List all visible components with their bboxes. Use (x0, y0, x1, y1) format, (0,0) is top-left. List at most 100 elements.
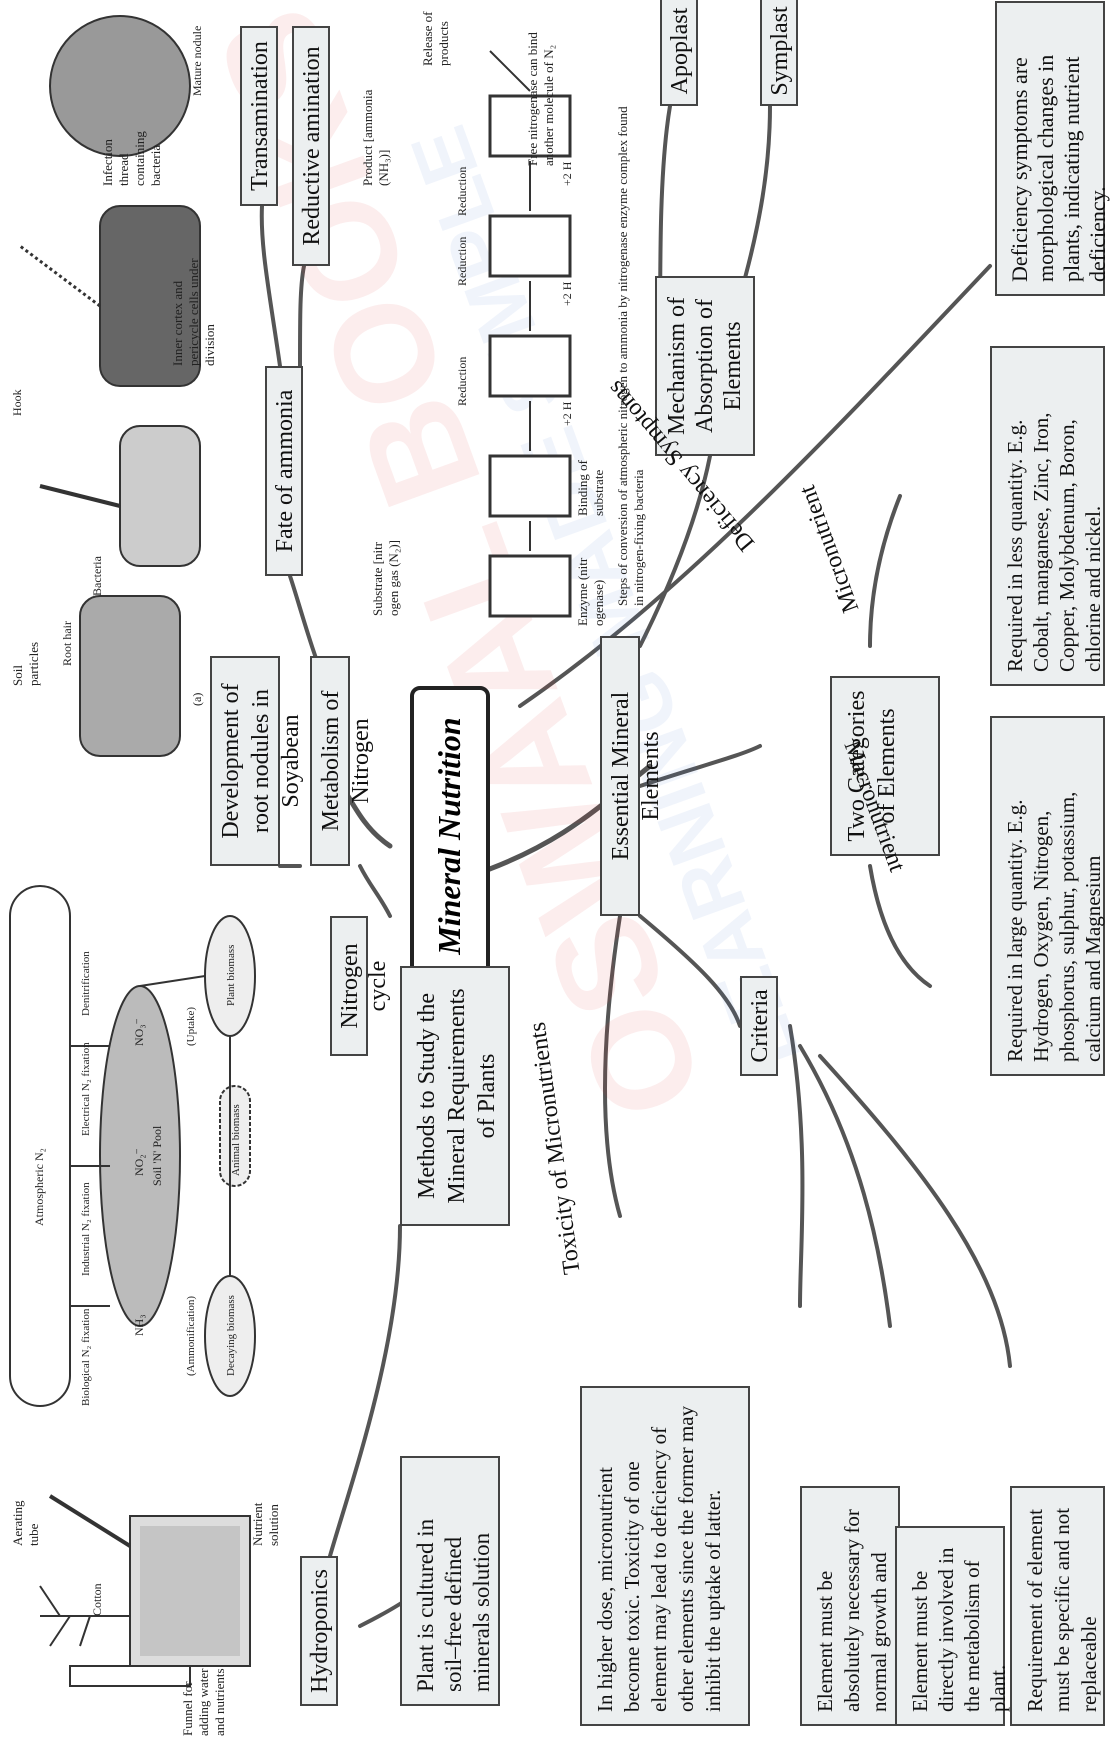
hydro-cotton-label: Cotton (90, 1583, 104, 1616)
nitrogen-cycle-figure (9, 885, 256, 1407)
hydroponics-desc-text: Plant is cultured in soil–free defined m… (413, 1518, 494, 1692)
reductive-label: Reductive amination (299, 46, 325, 246)
nitrogenase-enzyme: Enzyme (nitr ogenase) (575, 557, 606, 626)
nodule-mature-label: Mature nodule (190, 25, 204, 96)
atmos-label: Atmospheric N₂ (32, 1148, 46, 1226)
nodule-a-label: (a) (190, 692, 204, 706)
nodule-soil-label: Soil particles (10, 641, 41, 686)
leaf-reductive-amination: Reductive amination (292, 26, 330, 266)
hydroponics-label: Hydroponics (307, 1569, 333, 1693)
apoplast-label: Apoplast (667, 7, 693, 95)
enzyme-step-4 (488, 214, 572, 278)
ammonification-label: (Ammonification) (185, 1295, 197, 1376)
nitrogenase-plus2h-2: +2 H (560, 281, 574, 306)
macro-desc-text: Required in large quantity. E.g. Hydroge… (1003, 791, 1105, 1062)
nitrogenase-release: Release of products (420, 11, 451, 66)
nitrogenase-reduction-1: Reduction (455, 356, 469, 406)
branch-metabolism-label: Metabolism of Nitrogen (318, 690, 374, 832)
branch-micro-label: Micronutrient (794, 481, 865, 616)
branch-criteria: Criteria (740, 976, 778, 1076)
hydro-solution-label: Nutrient solution (250, 1502, 281, 1546)
pool-label: Soil 'N' Pool (150, 1125, 164, 1186)
branch-hydroponics: Hydroponics (300, 1556, 338, 1706)
nodule-hair (39, 484, 121, 508)
n-arrows (70, 975, 231, 1307)
nitrogenase-figure (488, 50, 572, 618)
criteria-1: Element must be absolutely necessary for… (800, 1486, 918, 1726)
branch-essential: Essential Mineral Elements (600, 636, 664, 916)
nitrogenase-plus2h-3: +2 H (560, 161, 574, 186)
enzyme-step-2 (488, 454, 572, 518)
hydro-solution (140, 1526, 240, 1656)
link-center-deficiency (518, 264, 992, 708)
enzyme-step-1 (488, 554, 572, 618)
criteria-label: Criteria (747, 989, 773, 1063)
link-essential-toxicity (603, 914, 622, 1218)
branch-nitrogen-cycle: Nitrogen cycle (330, 916, 391, 1056)
transamination-label: Transamination (247, 41, 273, 191)
link-mech-sym (738, 104, 772, 298)
plant-biomass-label: Plant biomass (225, 944, 237, 1006)
nodule-mature (49, 15, 191, 157)
nodule-inner-label: Inner cortex and pericycle cells under d… (170, 258, 217, 366)
leaf-transamination: Transamination (240, 26, 278, 206)
link-two-micro (868, 494, 902, 648)
toxicity-desc-text: In higher dose, micronutrient become tox… (593, 1405, 725, 1712)
link-criteria-2 (798, 1044, 892, 1328)
link-metabolism-cycle (358, 864, 392, 918)
branch-essential-label: Essential Mineral Elements (608, 691, 664, 861)
hydro-funnel-label: Funnel for adding water and nutrients (180, 1668, 227, 1736)
link-essential-criteria (638, 914, 742, 1028)
electrical-label: Electrical N₂ fixation (80, 1042, 92, 1136)
nitrogenase-reduction-3: Reduction (455, 166, 469, 216)
no3-label: NO₃⁻ (132, 1018, 146, 1046)
hydro-aerating-label: Aerating tube (10, 1500, 41, 1546)
toxicity-description: In higher dose, micronutrient become tox… (580, 1386, 750, 1726)
deficiency-desc-text: Deficiency symptoms are morphological ch… (1007, 54, 1110, 282)
biological-label: Biological N₂ fixation (80, 1308, 92, 1406)
branch-fate-ammonia: Fate of ammonia (265, 366, 303, 576)
hydroponics-description: Plant is cultured in soil–free defined m… (400, 1456, 500, 1706)
nodule-stage-1 (79, 595, 181, 757)
leaf-symplast: Symplast (760, 0, 798, 106)
hydroponics-figure (39, 1494, 251, 1687)
nodule-hook-label: Hook (10, 389, 24, 416)
atmos-box (9, 885, 71, 1407)
hydro-aerating-tube (48, 1494, 132, 1548)
criteria-2-text: Element must be directly involved in the… (908, 1547, 1010, 1712)
nitrogenase-free: Free nitrogenase can bind another molecu… (525, 32, 556, 166)
nitrogenase-caption: Steps of conversion of atmospheric nitro… (615, 106, 646, 606)
branch-metabolism: Metabolism of Nitrogen (310, 656, 374, 866)
root-nodule-figure (19, 15, 201, 757)
symplast-label: Symplast (767, 6, 793, 96)
leaf-apoplast: Apoplast (660, 0, 698, 106)
nodule-bacteria-label: Bacteria (90, 556, 104, 596)
nodule-infection-label: Infection thread containing bacteria (100, 131, 163, 186)
link-essential-mech (638, 454, 712, 648)
link-two-macro (868, 864, 932, 988)
nodule-roothair-label: Root hair (60, 621, 74, 666)
hydro-funnel (69, 1665, 191, 1687)
enzyme-step-3 (488, 334, 572, 398)
link-methods-hydro (328, 1224, 402, 1558)
micro-description: Required in less quantity. E.g. Cobalt, … (990, 346, 1105, 686)
micro-desc-text: Required in less quantity. E.g. Cobalt, … (1003, 412, 1105, 672)
process-arrows (489, 50, 531, 551)
decaying-biomass-label: Decaying biomass (225, 1295, 237, 1376)
hydro-plant (39, 1585, 130, 1647)
central-topic: Mineral Nutrition (410, 686, 490, 986)
nodule-stage-2 (119, 425, 201, 567)
nh3-label: NH₃ (132, 1314, 146, 1336)
nitrogenase-plus2h-1: +2 H (560, 401, 574, 426)
nitrogenase-product: Product [ammonia (NH₃)] (360, 89, 391, 186)
branch-mechanism: Mechanism of Absorption of Elements (655, 276, 755, 456)
link-essential-two (638, 744, 762, 788)
deficiency-description: Deficiency symptoms are morphological ch… (995, 1, 1110, 296)
root-nodules-label: Development of root nodules in Soyabean (218, 683, 304, 839)
link-fate-red (298, 264, 306, 368)
animal-biomass-label: Animal biomass (230, 1104, 242, 1176)
nitrogenase-reduction-2: Reduction (455, 236, 469, 286)
denitrification-label: Denitrification (80, 951, 92, 1016)
nitrogenase-substrate: Substrate [nitr ogen gas (N₂)] (370, 539, 401, 616)
